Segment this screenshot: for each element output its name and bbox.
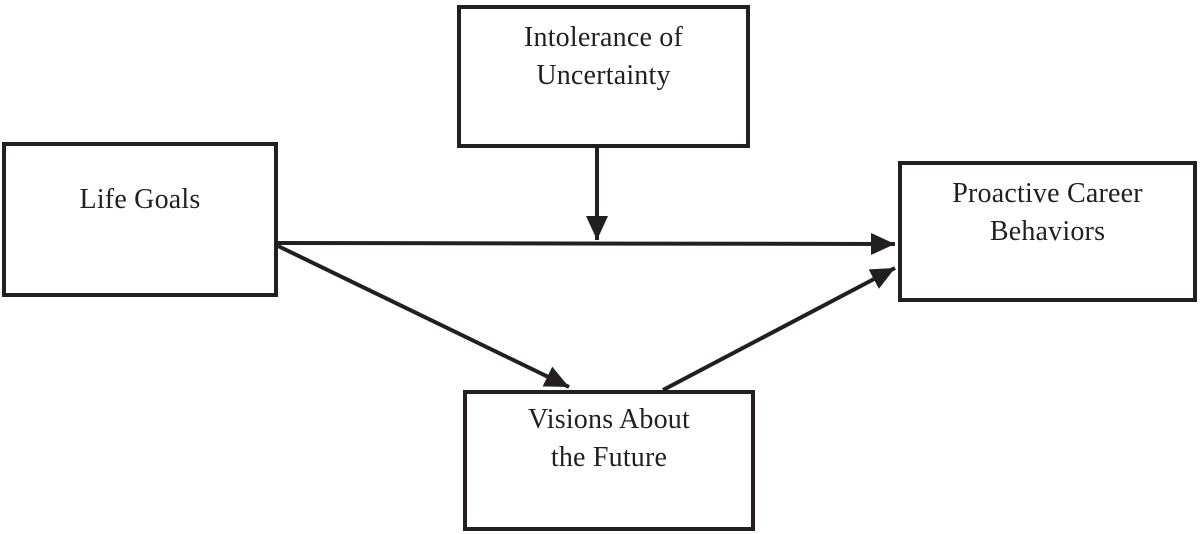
edge-life-goals-to-visions-about-the-future xyxy=(277,244,570,389)
edge-life-goals-to-proactive-career-behaviors xyxy=(277,232,896,255)
node-life-goals-label: Life Goals xyxy=(79,184,201,215)
node-proactive-career-behaviors: Proactive Career Behaviors xyxy=(898,161,1197,302)
node-intolerance-of-uncertainty-label: Intolerance of Uncertainty xyxy=(523,22,684,91)
node-visions-about-the-future-label: Visions About the Future xyxy=(528,404,690,473)
node-life-goals: Life Goals xyxy=(2,142,278,297)
node-intolerance-of-uncertainty: Intolerance of Uncertainty xyxy=(457,5,750,148)
edge-visions-about-the-future-to-proactive-career-behaviors xyxy=(662,266,896,392)
node-visions-about-the-future: Visions About the Future xyxy=(463,390,755,531)
node-proactive-career-behaviors-label: Proactive Career Behaviors xyxy=(952,178,1143,247)
